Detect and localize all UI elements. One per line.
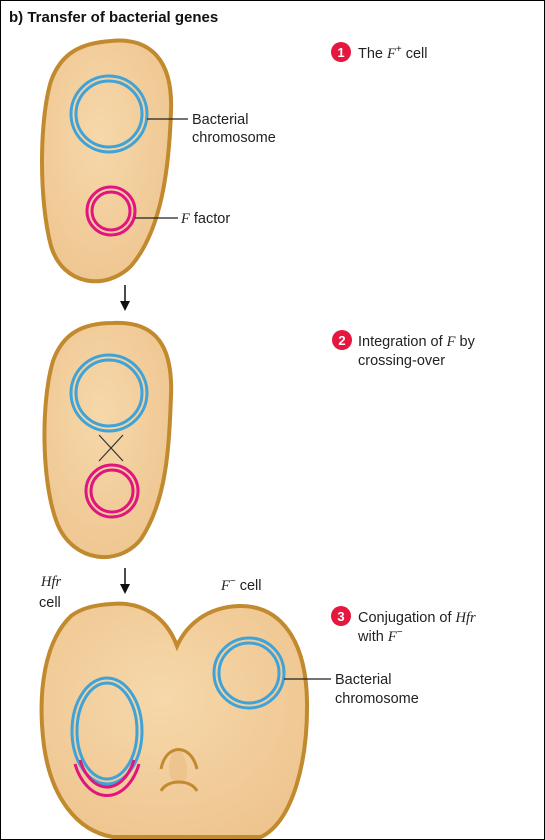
f-minus-chromosome	[212, 636, 286, 710]
bacterial-chromosome-1	[69, 74, 149, 154]
conjugation-bridge-outline-bottom	[159, 780, 199, 792]
step-3-caption-line2: with F−	[357, 627, 403, 645]
f-factor-plasmid	[85, 185, 137, 237]
step-2-caption-line2: crossing-over	[358, 353, 445, 369]
hfr-chromosome	[70, 676, 144, 786]
conjugating-cell-pair	[39, 601, 310, 839]
step-1-caption: The F+ cell	[358, 44, 428, 62]
svg-text:2: 2	[338, 333, 345, 348]
arrow-step-1-to-2	[120, 285, 130, 311]
integration-cell	[42, 320, 174, 560]
conjugation-bridge-outline	[159, 748, 199, 770]
label-chromosome-3: chromosome	[335, 691, 419, 707]
conjugation-bridge-shading	[169, 747, 188, 785]
figure-title: b) Transfer of bacterial genes	[9, 9, 218, 26]
step-2-caption-line1: Integration of F by	[358, 334, 476, 350]
bacterial-chromosome-2	[69, 353, 149, 433]
label-hfr-cell: cell	[39, 595, 61, 611]
crossover-lines	[98, 434, 124, 462]
integrated-f-factor-segment	[73, 759, 141, 797]
label-chromosome-1: chromosome	[192, 130, 276, 146]
f-factor-plasmid-2	[84, 463, 140, 519]
step-1-badge: 1	[331, 42, 351, 62]
label-f-factor: F factor	[180, 211, 230, 227]
svg-text:1: 1	[337, 45, 344, 60]
arrow-step-2-to-3	[120, 568, 130, 594]
step-2-badge: 2	[332, 330, 352, 350]
label-hfr: Hfr	[40, 574, 62, 590]
step-3-caption-line1: Conjugation of Hfr	[358, 610, 476, 626]
label-bacterial-3: Bacterial	[335, 672, 391, 688]
step-3-badge: 3	[331, 606, 351, 626]
label-f-minus-cell: F− cell	[220, 576, 262, 594]
svg-text:3: 3	[337, 609, 344, 624]
label-bacterial-1: Bacterial	[192, 112, 248, 128]
